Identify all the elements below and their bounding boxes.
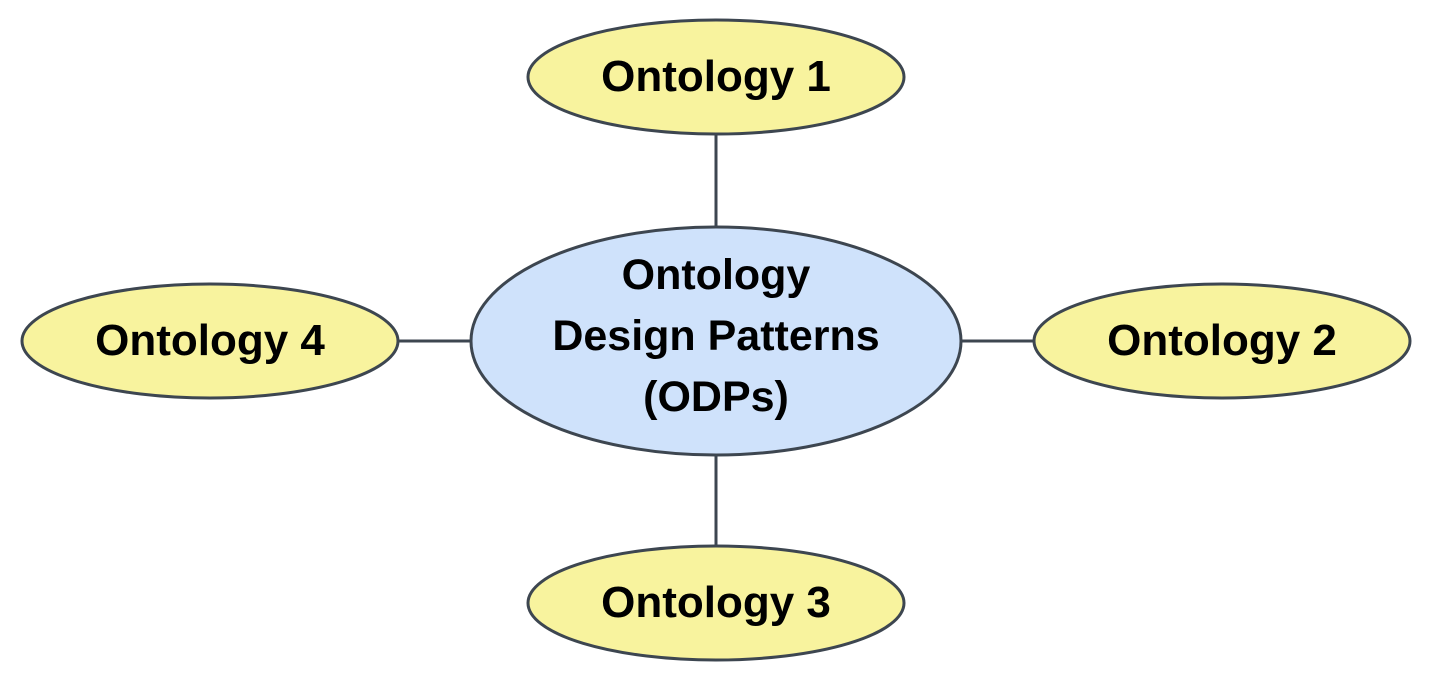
- center-node-shape: [469, 225, 963, 457]
- ontology-node-right: Ontology 2: [1032, 282, 1412, 400]
- ontology-node-right-shape: [1032, 282, 1412, 400]
- ontology-node-bottom: Ontology 3: [526, 544, 906, 662]
- ontology-node-top: Ontology 1: [526, 18, 906, 136]
- ontology-node-left-shape: [20, 282, 400, 400]
- center-node-line-3: (ODPs): [643, 373, 789, 421]
- ontology-node-top-label: Ontology 1: [601, 52, 831, 101]
- ontology-node-left-label: Ontology 4: [95, 316, 325, 365]
- center-node-line-2: Design Patterns: [552, 312, 879, 360]
- center-node: Ontology Design Patterns (ODPs): [469, 225, 963, 457]
- ontology-node-top-shape: [526, 18, 906, 136]
- ontology-node-bottom-shape: [526, 544, 906, 662]
- ontology-node-right-label: Ontology 2: [1107, 316, 1337, 365]
- center-node-line-1: Ontology: [622, 251, 811, 299]
- ontology-node-left: Ontology 4: [20, 282, 400, 400]
- ontology-node-bottom-label: Ontology 3: [601, 578, 831, 627]
